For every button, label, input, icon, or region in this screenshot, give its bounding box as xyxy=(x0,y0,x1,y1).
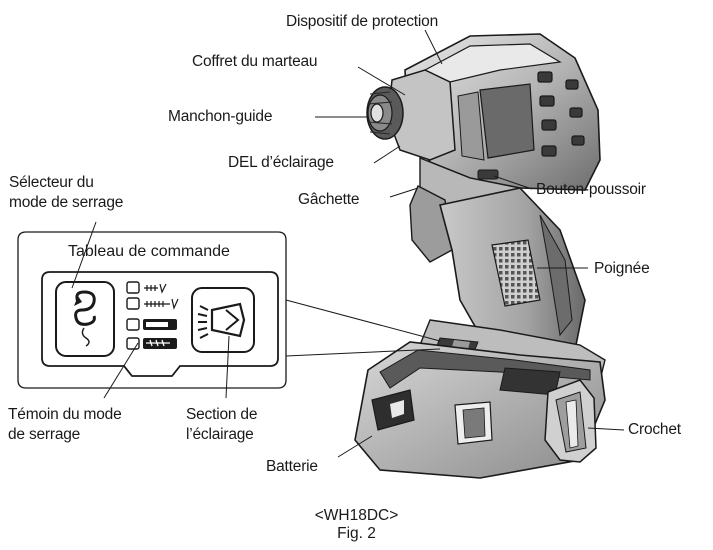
control-panel-inset xyxy=(17,231,287,389)
label-led-light: DEL d’éclairage xyxy=(228,154,334,171)
label-mode-selector-line2: mode de serrage xyxy=(9,194,124,211)
figure-caption: Fig. 2 xyxy=(337,525,376,542)
label-light-section: Section de l’éclairage xyxy=(186,405,257,445)
label-mode-indicator-line2: de serrage xyxy=(8,426,81,443)
label-control-panel: Tableau de commande xyxy=(68,243,230,260)
label-battery: Batterie xyxy=(266,458,318,475)
model-caption: <WH18DC> xyxy=(314,507,399,524)
label-push-button: Bouton-poussoir xyxy=(536,181,646,198)
label-mode-selector-line1: Sélecteur du xyxy=(9,174,94,191)
leader-lines xyxy=(71,29,625,458)
label-light-section-line1: Section de xyxy=(186,406,258,423)
motor-vents xyxy=(537,71,585,157)
impact-driver xyxy=(354,33,606,479)
label-trigger: Gâchette xyxy=(298,191,360,208)
label-guide-sleeve: Manchon-guide xyxy=(168,108,273,125)
grip-mesh xyxy=(491,239,541,307)
guide-sleeve xyxy=(366,86,404,140)
label-mode-indicator: Témoin du mode de serrage xyxy=(8,405,122,445)
push-button-shape xyxy=(477,169,499,180)
label-mode-indicator-line1: Témoin du mode xyxy=(8,406,122,423)
label-hook: Crochet xyxy=(628,421,681,438)
label-protection-device: Dispositif de protection xyxy=(286,13,439,30)
label-hammer-case: Coffret du marteau xyxy=(192,53,318,70)
label-mode-selector: Sélecteur du mode de serrage xyxy=(9,173,123,213)
label-grip: Poignée xyxy=(594,260,650,277)
hook-shape xyxy=(544,379,597,463)
mode-selector-button xyxy=(55,281,115,357)
label-light-section-line2: l’éclairage xyxy=(186,426,254,443)
